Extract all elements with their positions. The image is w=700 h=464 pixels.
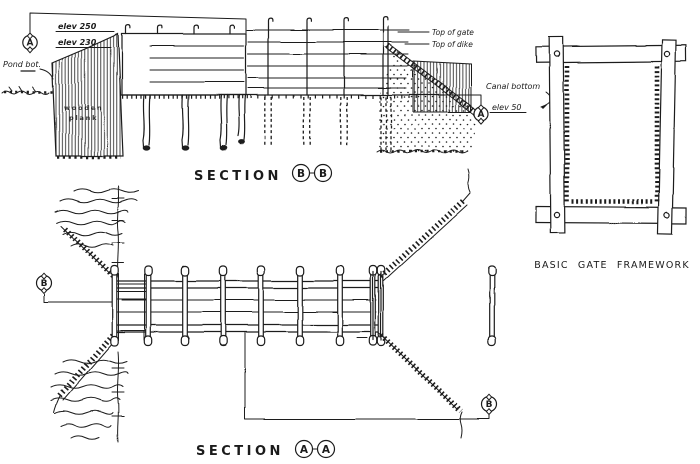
elev-250-label: elev 250: [58, 22, 97, 31]
cross-frame: [144, 265, 153, 347]
marker-letter: A: [478, 110, 485, 120]
wooden-plank-label-line2: plank: [69, 114, 98, 122]
cross-frame: [295, 265, 305, 347]
section-marker-a-top-left: A: [22, 32, 38, 54]
crest-ticks: [111, 197, 125, 417]
pond-bottom-ground-line: [1, 86, 54, 95]
marker-letter: A: [27, 39, 34, 49]
dike-right: [376, 43, 480, 154]
pond-bottom-label: Pond bot.: [3, 60, 41, 69]
riprap-slope-band: [56, 333, 116, 398]
canal-bank-squiggle: [467, 168, 471, 193]
leader-arrowhead: [541, 104, 548, 109]
frame-board-left: [548, 36, 566, 234]
post-hook-icon: [267, 17, 273, 28]
marker-letter: B: [41, 279, 48, 289]
framework-linework: [535, 36, 687, 235]
cross-frame: [218, 265, 228, 347]
section-title-text: SECTION: [196, 444, 284, 459]
slope-edge-line: [60, 225, 111, 275]
canal-bank-squiggle: [459, 411, 463, 439]
peg-hole: [553, 211, 561, 219]
wooden-plank-label-line1: wooden: [64, 104, 103, 112]
dike-crest-line: [116, 185, 120, 278]
cut-letter: A: [322, 444, 331, 456]
end-frame-emphasis: [372, 271, 382, 341]
canal-bottom-label: Canal bottom: [486, 82, 540, 91]
cross-frame: [335, 265, 345, 347]
pond-bottom-leader: [39, 68, 54, 80]
peg-hole: [663, 211, 671, 219]
frame-board-bottom: [535, 205, 687, 225]
section-bb-linework: [1, 16, 482, 159]
gate-framework-view: BASIC GATE FRAMEWORK: [534, 36, 690, 271]
solid-piles: [142, 94, 246, 151]
section-aa-title: SECTION A A: [196, 439, 336, 459]
riprap-slope-band: [385, 43, 479, 116]
marker-letter: B: [486, 400, 493, 410]
elev-50-label: elev 50: [492, 103, 522, 112]
section-marker-b-left: B: [35, 272, 53, 295]
post-hook-icon: [306, 17, 312, 28]
post-hook-icon: [157, 24, 163, 35]
section-title-text: SECTION: [194, 169, 282, 184]
section-bb-labels: A elev 250 elev 230 Pond bot. wooden pla…: [3, 12, 552, 184]
flume-plan-walls: [112, 280, 381, 339]
riprap-slope-band: [63, 227, 116, 279]
frame-board-right: [657, 39, 677, 235]
section-bb-title: SECTION B B: [194, 163, 333, 184]
elev-230-label: elev 230: [58, 38, 97, 47]
cut-letter-badge: [316, 439, 336, 459]
cross-frame: [110, 265, 119, 347]
peg-hole: [663, 50, 671, 58]
flume-cross-frames: [180, 265, 497, 347]
frame-board-top: [535, 44, 687, 64]
cross-frame: [180, 265, 190, 347]
section-line-b-left: [43, 293, 113, 303]
cut-letter: A: [300, 444, 309, 456]
elevation-leader-line: [29, 12, 247, 35]
timber-crib-wall: [121, 24, 247, 96]
sheet-pile-wall-left: [51, 33, 124, 159]
outlet-frame: [487, 265, 497, 347]
dashed-piles: [264, 97, 392, 150]
cross-frame: [256, 265, 266, 347]
dike-slopes-right-plan: [377, 168, 471, 439]
top-of-dike-label: Top of dike: [432, 40, 473, 49]
post-hook-icon: [229, 24, 235, 35]
slope-edge-line: [53, 337, 118, 413]
section-line-b-right: [244, 332, 490, 420]
section-marker-a-right: A: [473, 104, 489, 125]
post-hook-icon: [125, 24, 131, 35]
cut-letter-badge: [313, 163, 333, 183]
section-bb-view: A elev 250 elev 230 Pond bot. wooden pla…: [1, 12, 552, 184]
post-hook-icon: [343, 17, 349, 28]
section-aa-labels: B B SECTION A A: [35, 272, 498, 459]
post-hook-icon: [382, 16, 388, 27]
section-marker-b-right: B: [480, 393, 498, 416]
section-aa-view: B B SECTION A A: [35, 168, 498, 459]
top-of-gate-label: Top of gate: [432, 28, 474, 37]
cut-letter: B: [319, 168, 327, 180]
flume-gate-assembly: [110, 265, 153, 347]
embankment-left: [50, 185, 139, 443]
cut-letter: B: [297, 168, 305, 180]
section-aa-linework: [43, 168, 497, 443]
peg-hole: [553, 50, 561, 58]
post-hook-icon: [193, 24, 199, 35]
framework-caption: BASIC GATE FRAMEWORK: [534, 260, 690, 271]
